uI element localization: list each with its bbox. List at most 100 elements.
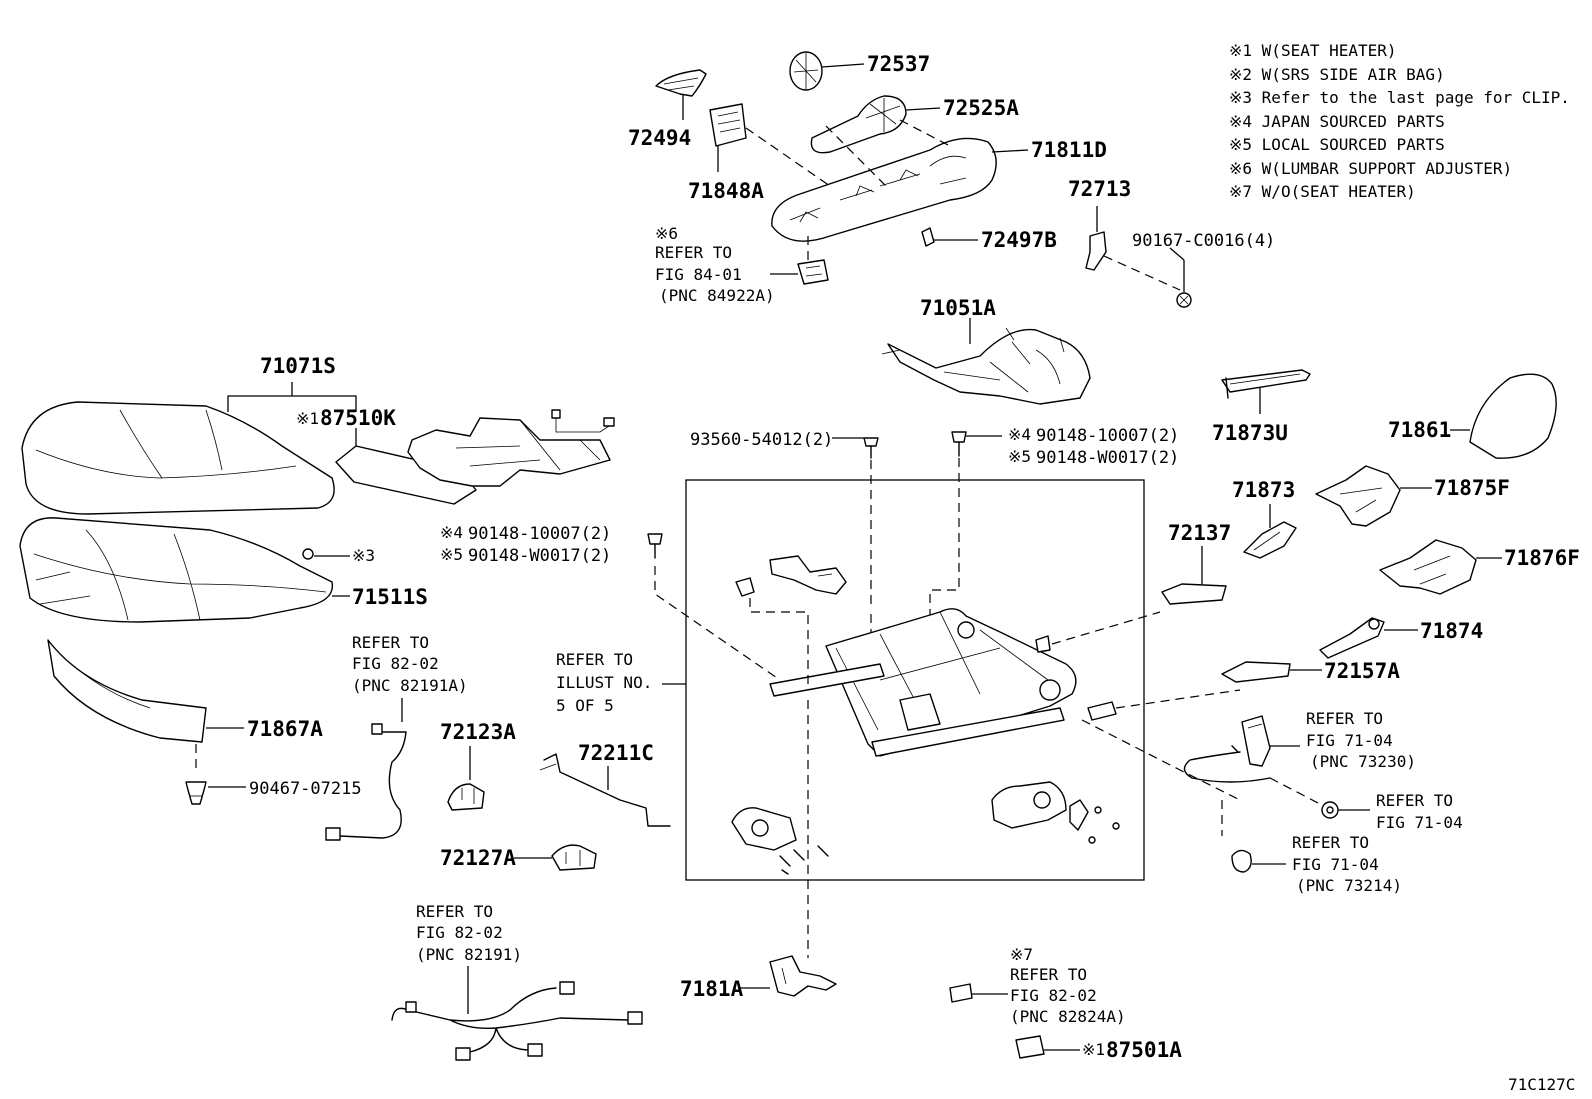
refer-to-label: (PNC 73214) bbox=[1296, 876, 1402, 895]
refer-to-label: FIG 82-02 bbox=[1010, 986, 1097, 1005]
part-number-7181A: 7181A bbox=[680, 977, 744, 1001]
legend-item: ※3 Refer to the last page for CLIP. bbox=[1229, 88, 1570, 107]
bolt-part bbox=[832, 437, 879, 660]
refer-to-label: REFER TO bbox=[416, 902, 493, 921]
part-number-71811D: 71811D bbox=[1031, 138, 1107, 162]
refer-to-label: FIG 82-02 bbox=[416, 923, 503, 942]
refer-to-label: (PNC 73230) bbox=[1310, 752, 1416, 771]
part-number-71071S: 71071S bbox=[260, 354, 336, 378]
part-number-71873: 71873 bbox=[1232, 478, 1295, 502]
refer-to-label: 5 OF 5 bbox=[556, 696, 614, 715]
bracket-part bbox=[1379, 539, 1502, 595]
part-number-90467-07215: 90467-07215 bbox=[249, 779, 362, 799]
refer-to-label: (PNC 82191) bbox=[416, 945, 522, 964]
part-number-71873U: 71873U bbox=[1212, 421, 1288, 445]
refer-to-label: (PNC 82824A) bbox=[1010, 1007, 1126, 1026]
refer-to-label: REFER TO bbox=[1306, 709, 1383, 728]
connector-part bbox=[1081, 689, 1241, 801]
side-cover-part bbox=[1243, 504, 1297, 559]
refer-to-label: REFER TO bbox=[556, 650, 633, 669]
side-shield-part bbox=[771, 137, 1029, 242]
clip-part bbox=[1035, 611, 1161, 653]
part-number-71876F: 71876F bbox=[1504, 546, 1580, 570]
refer-to-label: REFER TO bbox=[1376, 791, 1453, 810]
legend-item: ※5 LOCAL SOURCED PARTS bbox=[1229, 135, 1445, 154]
refer-to-label: FIG 71-04 bbox=[1376, 813, 1463, 832]
rail-cover-part bbox=[1221, 369, 1311, 414]
seat-frame-part bbox=[769, 608, 1077, 757]
switch-bezel-part bbox=[709, 103, 747, 172]
note-marker: ※4 bbox=[440, 523, 463, 542]
refer-to-label: REFER TO bbox=[352, 633, 429, 652]
seat-belt-buckle-part bbox=[1183, 715, 1300, 783]
motor-part bbox=[991, 781, 1120, 844]
nut-part bbox=[1269, 777, 1370, 819]
cushion-pad-part bbox=[19, 517, 350, 623]
note-marker: ※6 bbox=[655, 224, 678, 243]
refer-to-label: (PNC 84922A) bbox=[659, 286, 775, 305]
note-marker: ※4 bbox=[1008, 425, 1031, 444]
part-number-72127A: 72127A bbox=[440, 846, 516, 870]
figure-code: 71C127C bbox=[1508, 1075, 1575, 1094]
cover-clip-part bbox=[447, 746, 485, 811]
motor-part bbox=[731, 807, 829, 875]
note-marker: ※5 bbox=[1008, 447, 1031, 466]
cover-part bbox=[1161, 546, 1227, 605]
note-marker: ※3 bbox=[352, 546, 375, 565]
part-number-71875F: 71875F bbox=[1434, 476, 1510, 500]
part-number-71848A: 71848A bbox=[688, 179, 764, 203]
refer-to-label: FIG 71-04 bbox=[1306, 731, 1393, 750]
heater-switch-part bbox=[949, 983, 1008, 1003]
part-number-72137: 72137 bbox=[1168, 521, 1231, 545]
bracket-part bbox=[1315, 465, 1432, 527]
part-number-72525A: 72525A bbox=[943, 96, 1019, 120]
refer-to-label: REFER TO bbox=[1010, 965, 1087, 984]
wire-harness-part bbox=[391, 966, 643, 1061]
legend-item: ※2 W(SRS SIDE AIR BAG) bbox=[1229, 65, 1445, 84]
part-number-71051A: 71051A bbox=[920, 296, 996, 320]
part-number-90148-W0017: 90148-W0017(2) bbox=[1036, 448, 1179, 468]
heater-unit-part bbox=[1015, 1035, 1080, 1059]
note-marker: ※5 bbox=[440, 545, 463, 564]
refer-to-label: REFER TO bbox=[655, 243, 732, 262]
part-number-90148-W0017: 90148-W0017(2) bbox=[468, 546, 611, 566]
part-number-72713: 72713 bbox=[1068, 177, 1131, 201]
bolt-part bbox=[647, 533, 781, 681]
heater-mat-part bbox=[407, 409, 615, 487]
screw-part bbox=[1169, 247, 1192, 308]
refer-to-label: REFER TO bbox=[1292, 833, 1369, 852]
part-number-72123A: 72123A bbox=[440, 720, 516, 744]
part-number-90148-10007: 90148-10007(2) bbox=[468, 524, 611, 544]
refer-to-label: FIG 71-04 bbox=[1292, 855, 1379, 874]
part-number-90148-10007: 90148-10007(2) bbox=[1036, 426, 1179, 446]
part-number-71511S: 71511S bbox=[352, 585, 428, 609]
refer-to-label: ILLUST NO. bbox=[556, 673, 652, 692]
rod-part bbox=[539, 753, 671, 827]
bracket-part bbox=[735, 555, 847, 690]
part-number-71874: 71874 bbox=[1420, 619, 1483, 643]
part-number-72157A: 72157A bbox=[1324, 659, 1400, 683]
legend: ※1 W(SEAT HEATER) ※2 W(SRS SIDE AIR BAG)… bbox=[1229, 41, 1570, 201]
bracket-part bbox=[1085, 206, 1181, 291]
clip-part bbox=[921, 227, 978, 247]
seat-frame-group-box bbox=[685, 479, 1145, 881]
note-marker: ※1 bbox=[1082, 1040, 1105, 1059]
part-number-93560-54012: 93560-54012(2) bbox=[690, 430, 833, 450]
refer-to-label: FIG 84-01 bbox=[655, 265, 742, 284]
part-number-87501A: 87501A bbox=[1106, 1038, 1182, 1062]
wire-harness-part bbox=[325, 698, 407, 841]
washer-part bbox=[1221, 800, 1286, 873]
switch-bracket-part bbox=[740, 955, 837, 997]
note-marker: ※7 bbox=[1010, 945, 1033, 964]
trim-cover-part bbox=[655, 69, 707, 120]
cushion-cover-part bbox=[21, 401, 335, 515]
recliner-lever-part bbox=[810, 95, 941, 154]
part-number-72211C: 72211C bbox=[578, 741, 654, 765]
hinge-part bbox=[1319, 617, 1418, 659]
knob-cover-part bbox=[789, 51, 865, 91]
cover-clip-part bbox=[514, 844, 597, 871]
part-number-87510K: 87510K bbox=[320, 406, 396, 430]
cover-part bbox=[1221, 661, 1322, 683]
part-number-71861: 71861 bbox=[1388, 418, 1451, 442]
